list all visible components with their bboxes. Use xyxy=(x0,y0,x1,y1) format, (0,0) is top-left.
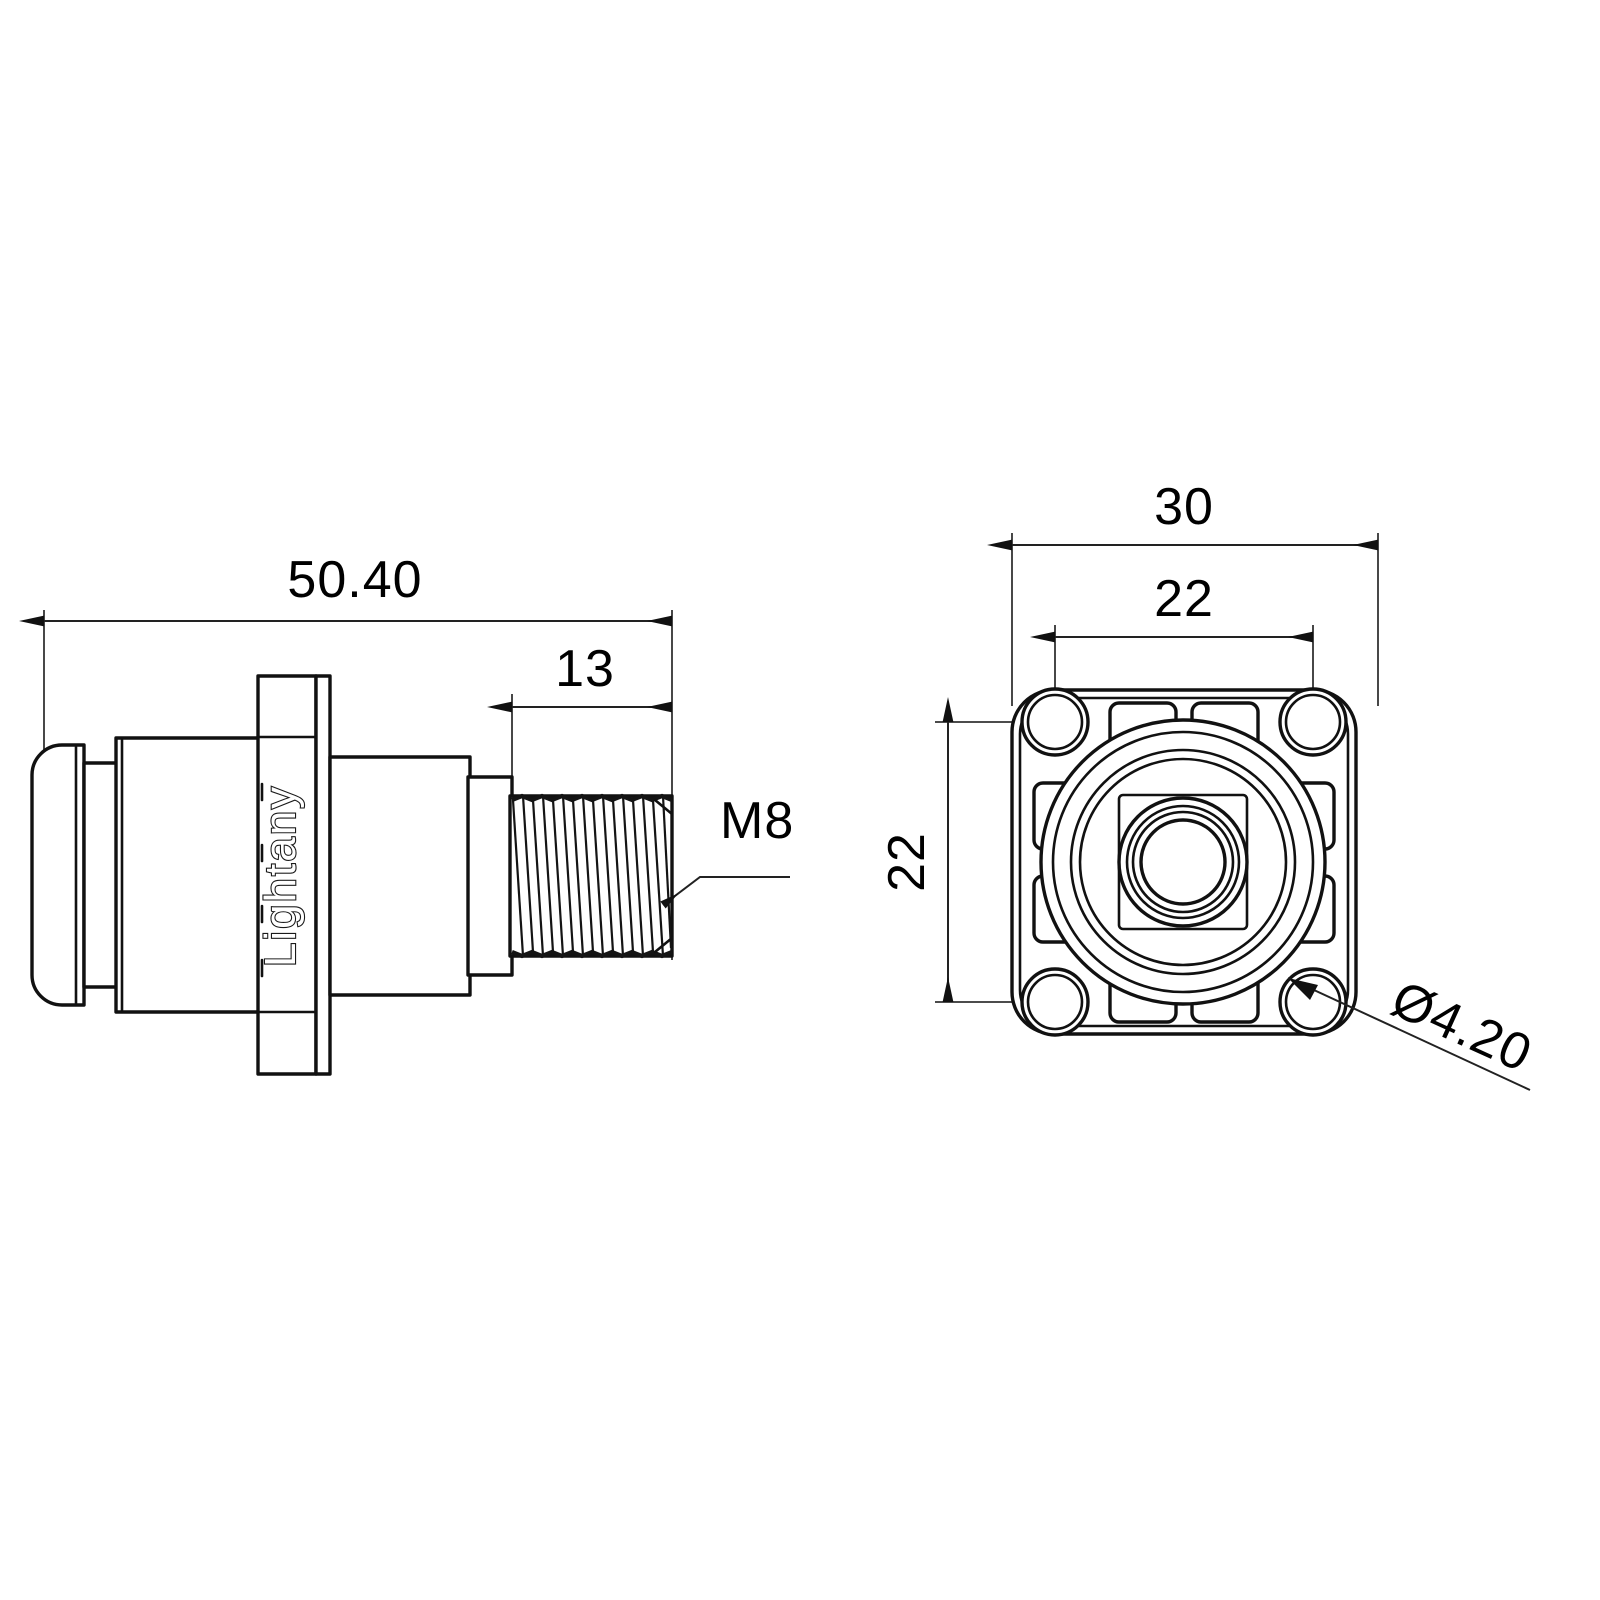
thread-shoulder xyxy=(466,775,514,977)
overall-length-dimension: 50.40 xyxy=(19,551,672,627)
hole-pitch-horizontal-dimension: 22 xyxy=(1030,570,1313,643)
mounting-hole-top-right-inner xyxy=(1284,693,1342,751)
mounting-hole-bottom-left-inner xyxy=(1026,973,1084,1031)
mounting-hole-diameter-value: Ø4.20 xyxy=(1383,970,1541,1084)
thread-end-chamfer xyxy=(653,798,674,954)
mounting-flange-rib xyxy=(314,674,332,1076)
main-barrel xyxy=(114,736,264,1014)
diameter-leader-line xyxy=(1287,977,1531,1091)
body-circle-4 xyxy=(1078,757,1288,967)
thread-size-leader-line xyxy=(660,876,790,909)
flange-width-value: 30 xyxy=(1154,478,1214,536)
body-circle-2 xyxy=(1051,730,1315,994)
flange-width-dimension: 30 xyxy=(987,478,1378,551)
mounting-flange xyxy=(256,674,318,1076)
mounting-hole-top-left xyxy=(1020,687,1090,757)
side-view-group: 50.40 13 xyxy=(19,551,794,1076)
rear-neck xyxy=(82,761,120,989)
brand-label: Lightany xyxy=(256,785,305,967)
thread-size-callout: M8 xyxy=(660,792,794,909)
thread-flank-lines xyxy=(511,795,673,957)
thread-size-value: M8 xyxy=(720,792,794,850)
front-barrel xyxy=(328,755,472,997)
rear-cap xyxy=(30,743,86,1007)
mounting-hole-top-right xyxy=(1278,687,1348,757)
flange-plate-inner-edge xyxy=(1018,696,1350,1028)
mounting-hole-top-left-inner xyxy=(1026,693,1084,751)
front-view-group: 30 22 22 xyxy=(878,478,1541,1091)
hole-pitch-horizontal-value: 22 xyxy=(1154,570,1214,628)
mounting-hole-bottom-left xyxy=(1020,967,1090,1037)
contact-bore xyxy=(1139,818,1227,906)
hole-pitch-vertical-value: 22 xyxy=(878,832,936,892)
body-circle-7 xyxy=(1131,810,1235,914)
thread-length-value: 13 xyxy=(555,640,615,698)
overall-length-value: 50.40 xyxy=(287,551,422,609)
hole-pitch-vertical-dimension: 22 xyxy=(878,697,954,1002)
diameter-leader-arrow xyxy=(1288,978,1318,1000)
body-circle-6 xyxy=(1125,804,1241,920)
thread-length-dimension: 13 xyxy=(487,640,672,713)
body-circle-3 xyxy=(1069,748,1297,976)
